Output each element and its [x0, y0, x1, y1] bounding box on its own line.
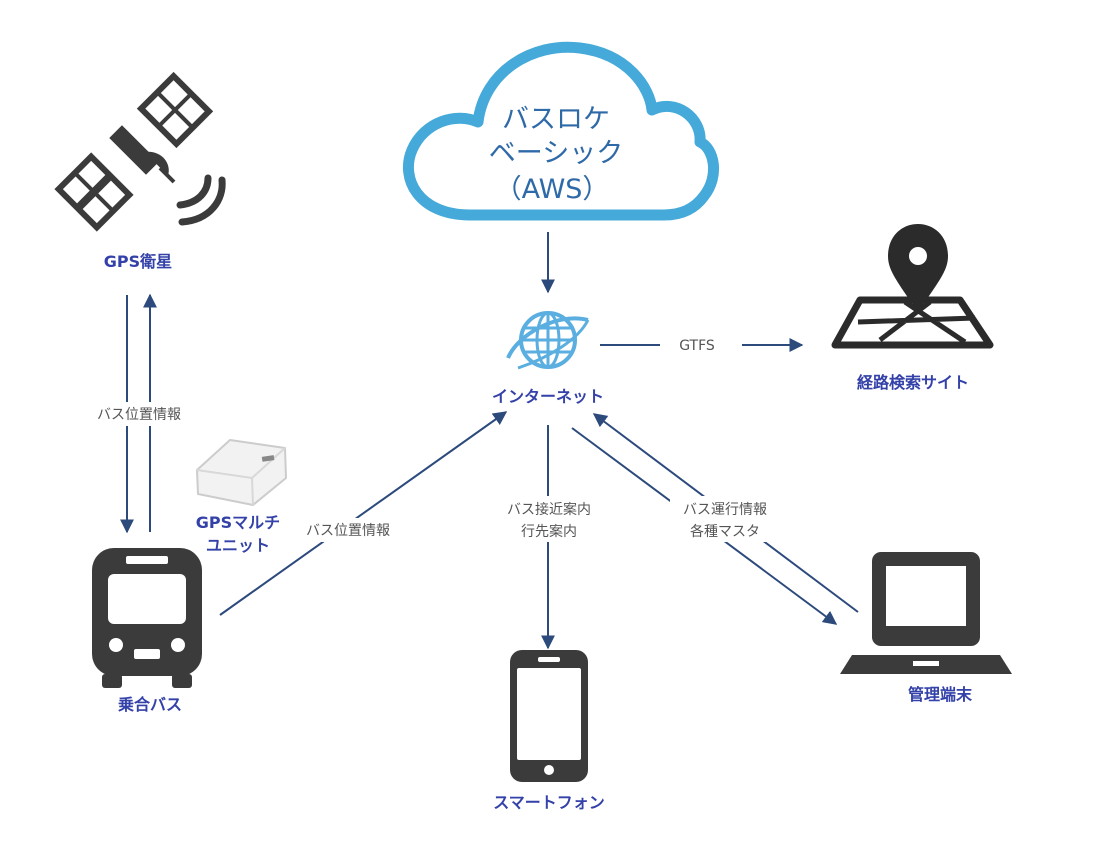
edge-label-phone-line1: バス接近案内	[507, 501, 591, 518]
gps-unit-label-line1: GPSマルチ	[196, 513, 280, 532]
bus-icon	[92, 548, 202, 688]
route-search-label: 経路検索サイト	[857, 373, 969, 392]
smartphone-label: スマートフォン	[493, 793, 605, 812]
smartphone-icon	[510, 650, 588, 782]
cloud-title-line3: （AWS）	[495, 174, 610, 205]
internet-label: インターネット	[492, 387, 604, 406]
map-pin-icon	[831, 224, 994, 349]
cloud-title-line1: バスロケ	[502, 104, 610, 135]
cloud-icon	[403, 41, 720, 221]
arrow-bus-internet	[219, 411, 508, 616]
edge-label-phone-line2: 行先案内	[521, 523, 577, 540]
edge-label-satellite-bus: バス位置情報	[97, 407, 181, 423]
edge-label-bus-internet: バス位置情報	[306, 523, 390, 539]
cloud-title-line2: ベーシック	[489, 138, 623, 169]
edge-label-terminal-line2: 各種マスタ	[690, 524, 760, 540]
edge-label-gtfs: GTFS	[679, 338, 715, 354]
gps-unit-label-line2: ユニット	[206, 536, 270, 555]
admin-terminal-label: 管理端末	[908, 685, 973, 704]
edge-label-terminal-line1: バス運行情報	[683, 502, 767, 518]
laptop-icon	[840, 552, 1012, 674]
gps-satellite-label: GPS衛星	[104, 252, 172, 271]
gps-device-icon	[196, 439, 287, 506]
bus-label: 乗合バス	[118, 695, 182, 714]
satellite-icon	[54, 71, 226, 232]
globe-icon	[506, 311, 590, 370]
